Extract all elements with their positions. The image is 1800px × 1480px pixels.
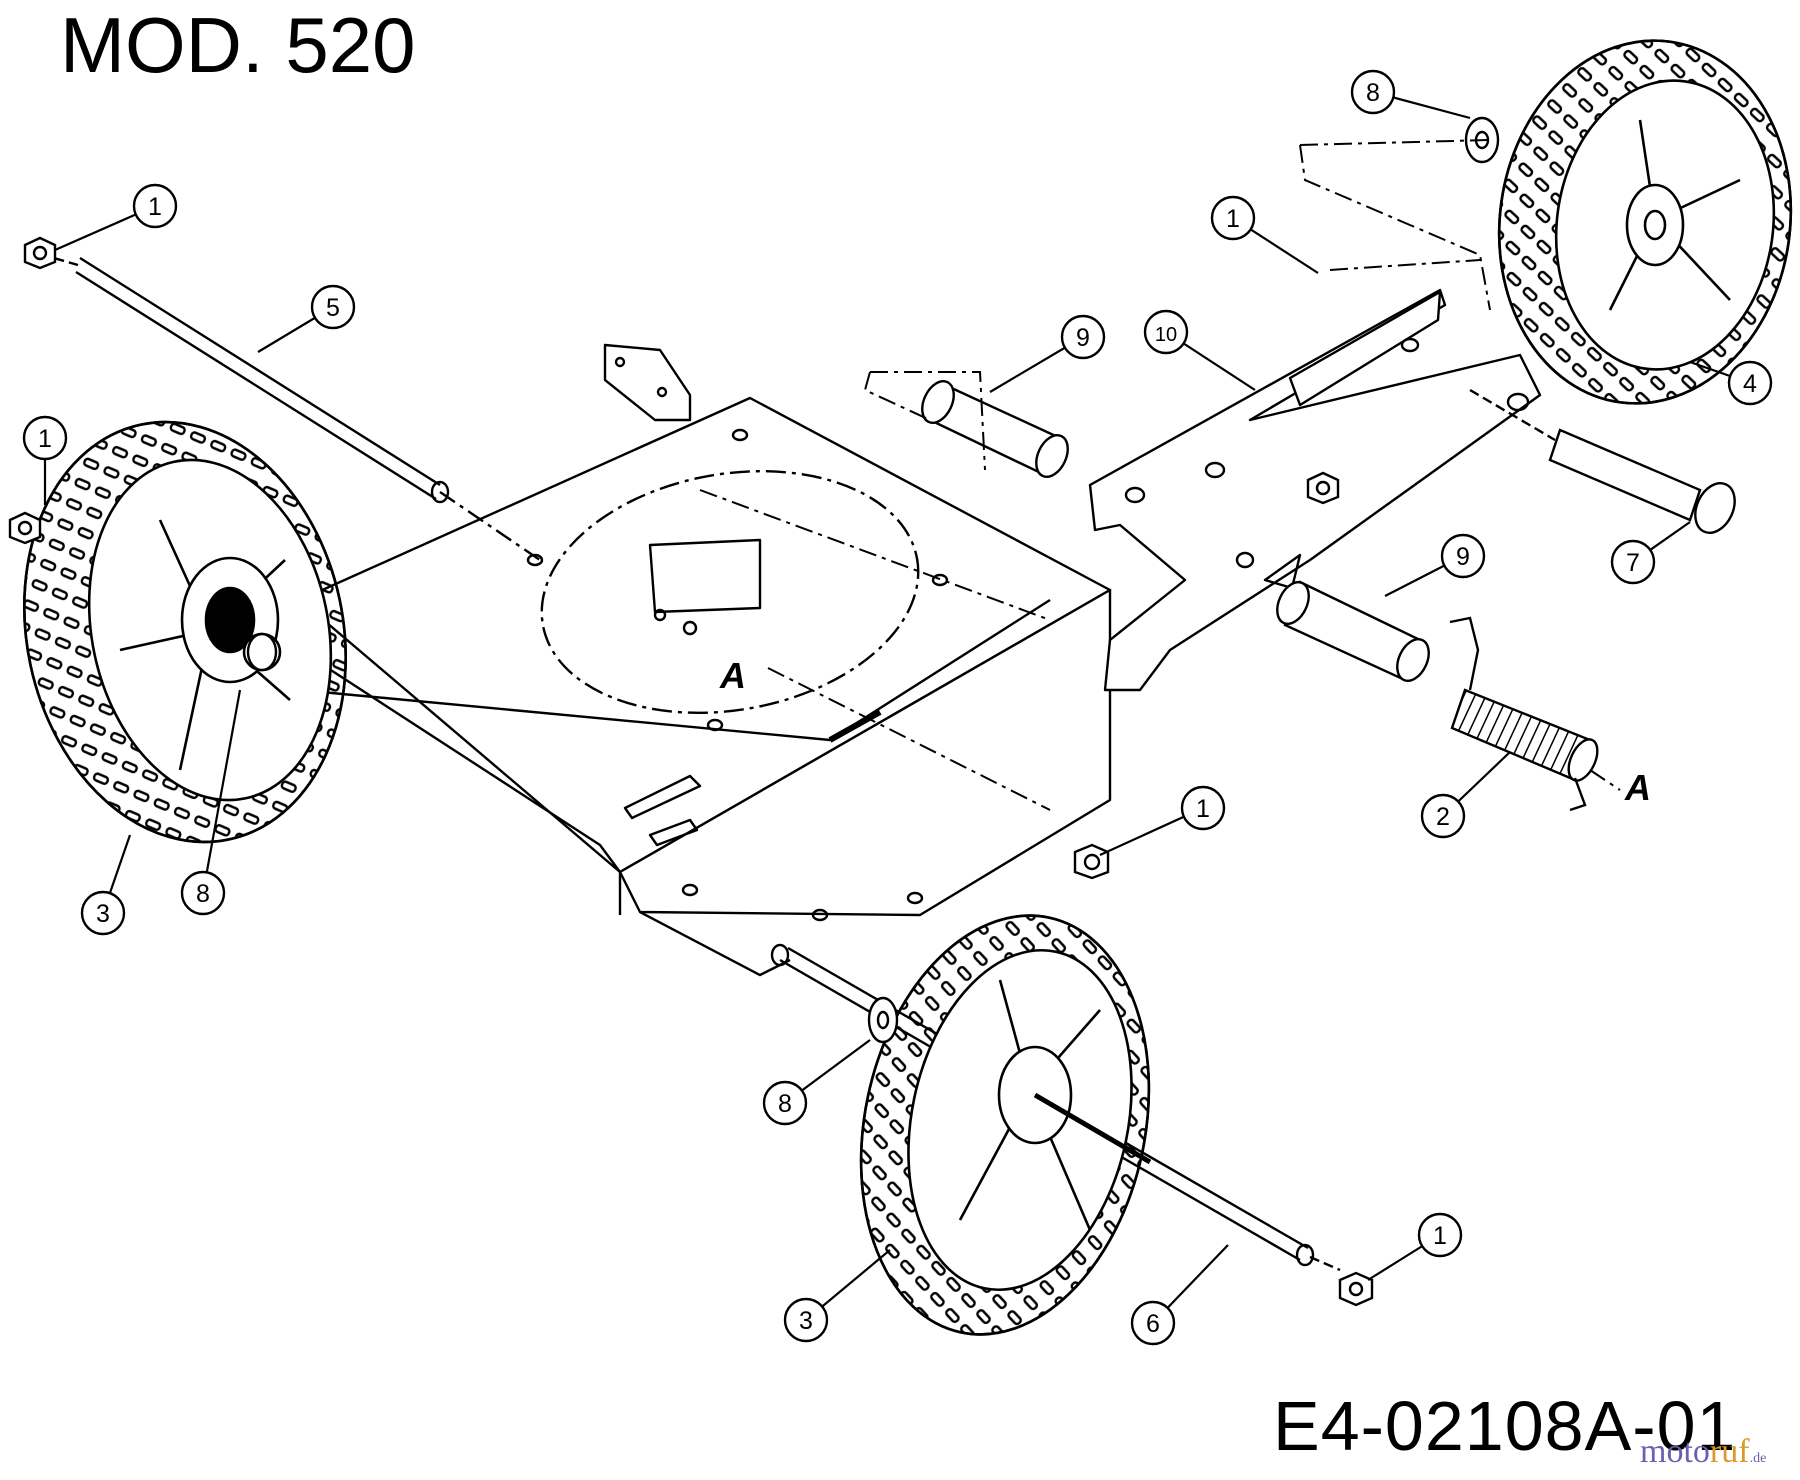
callout-circle [132,183,178,229]
callout-leader [201,689,242,894]
callout-circle [1417,1212,1463,1258]
hex-nuts-1 [8,236,1374,1307]
callout-circle [783,1297,829,1343]
callout-circle [1610,539,1656,585]
callout-c1-top-right: 1 [1210,195,1319,274]
callout-c1-top-left: 1 [54,183,178,252]
callout-circle [310,284,356,330]
callout-label: 3 [96,900,110,928]
callout-c7: 7 [1610,521,1691,585]
callout-c9-right: 9 [1384,533,1486,597]
spacer-9-top [921,380,1069,478]
wheel-right-4 [1497,39,1793,405]
watermark-part-c: .de [1749,1451,1767,1466]
callout-label: 4 [1743,370,1757,398]
callout-circle [180,870,226,916]
callout-label: 8 [778,1090,792,1118]
callout-label: 1 [1196,795,1210,823]
callout-label: 1 [38,425,52,453]
wheel-bottom-3 [859,914,1152,1336]
callout-label: 8 [196,880,210,908]
callout-label: 9 [1076,324,1090,352]
callout-circle [1210,195,1256,241]
callout-circle [1143,309,1189,355]
pivot-pin-7 [1469,388,1736,534]
callout-circle [1180,785,1226,831]
chassis-plate [298,343,1112,977]
callout-circle [1130,1300,1176,1346]
callout-c2: 2 [1420,751,1511,839]
callout-c3-left: 3 [80,834,132,936]
callout-label: 10 [1155,324,1177,346]
callout-label: 1 [1226,205,1240,233]
callout-label: 1 [1433,1222,1447,1250]
callout-c1-left: 1 [22,415,68,505]
callout-circle [1440,533,1486,579]
watermark-part-a: moto [1640,1433,1710,1470]
callout-label: 8 [1366,79,1380,107]
callout-circle [762,1080,808,1126]
callout-label: 7 [1626,549,1640,577]
spacer-9-right [1276,580,1430,682]
model-title: MOD. 520 [60,1,416,89]
callout-c3-bottom: 3 [783,1249,891,1343]
callout-label: 6 [1146,1310,1160,1338]
callout-circle [1060,314,1106,360]
callout-label: 9 [1456,543,1470,571]
wheel-left-3 [22,420,348,844]
callout-c6: 6 [1130,1244,1229,1346]
callout-c1-middle: 1 [1099,785,1226,857]
bushings-8 [246,116,1500,1044]
callout-c1-bottom: 1 [1367,1212,1463,1281]
callout-circle [80,890,126,936]
callout-c8-left: 8 [180,689,242,916]
callout-c10: 10 [1143,309,1256,391]
callout-c8-top: 8 [1350,69,1471,120]
section-marker-a-center: A [719,655,746,696]
callout-c8-bottom: 8 [762,1039,871,1126]
callout-c5: 5 [257,284,356,353]
callout-label: 1 [148,193,162,221]
callout-circle [1350,69,1396,115]
callout-circle [22,415,68,461]
callout-circle [1727,360,1773,406]
watermark-part-b: ruf [1709,1433,1750,1470]
callout-label: 2 [1436,803,1450,831]
watermark-logo: motoruf.de [1640,1432,1766,1479]
part-callouts: 1 5 1 3 8 8 1 9 10 4 7 9 2 1 8 3 6 1 [22,69,1773,1346]
callout-circle [1420,793,1466,839]
callout-label: 3 [799,1307,813,1335]
section-marker-a: A A [719,655,1651,808]
callout-c4: 4 [1689,360,1773,406]
spring-2 [1449,616,1599,812]
callout-label: 5 [326,294,340,322]
drawing-code: E4-02108A-01 [1273,1387,1737,1465]
section-marker-a-right: A [1624,767,1651,808]
assembly-dash-lines [699,139,1621,811]
callout-c9-top: 9 [989,314,1106,393]
